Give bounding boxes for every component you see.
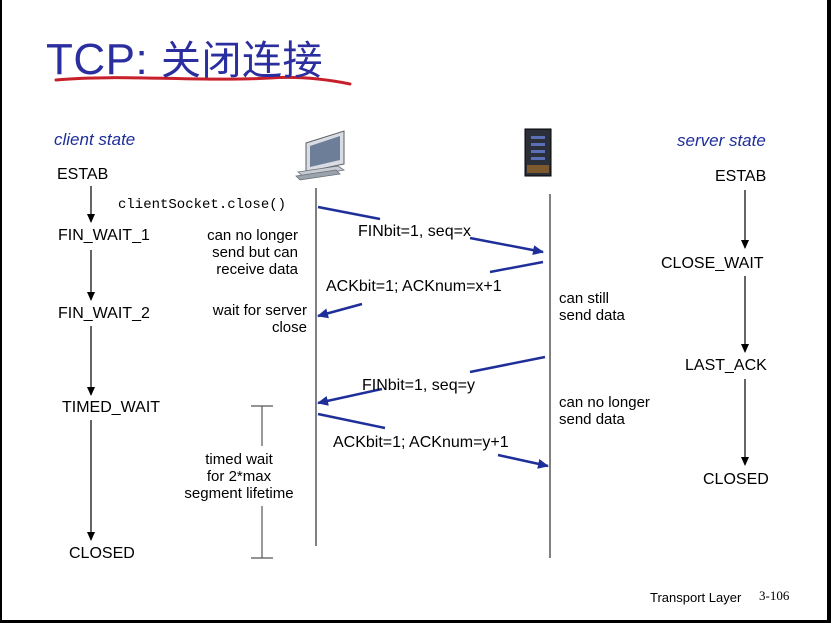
server-state-estab: ESTAB — [715, 168, 767, 185]
note-line: can no longer — [559, 394, 650, 411]
note-server-can-still-send: can still send data — [559, 290, 625, 324]
note-line: send data — [559, 411, 625, 428]
msg-arrow-ack-y — [317, 412, 549, 469]
note-line: segment lifetime — [184, 485, 294, 502]
server-state-heading: server state — [677, 131, 766, 150]
msg-arrow-fin-y — [317, 355, 546, 406]
msg-arrow-ack-x — [317, 260, 544, 319]
timed-wait-bracket — [251, 405, 273, 559]
note-line: send but can — [212, 244, 298, 261]
note-timed-wait: timed wait for 2*max segment lifetime — [180, 451, 298, 502]
note-line: receive data — [216, 261, 298, 278]
slide-border-right — [827, 0, 831, 623]
footer-label: Transport Layer — [650, 590, 742, 605]
client-state-fin-wait-1: FIN_WAIT_1 — [58, 227, 150, 244]
client-state-closed: CLOSED — [69, 545, 135, 562]
server-state-closed: CLOSED — [703, 471, 769, 488]
title-underline — [54, 75, 352, 86]
note-line: can no longer — [207, 227, 298, 244]
slide-title: TCP: 关闭连接 — [46, 28, 323, 86]
client-state-timed-wait: TIMED_WAIT — [62, 399, 161, 416]
note-line: wait for server — [212, 302, 307, 319]
note-line: close — [271, 319, 307, 336]
client-socket-close-code: clientSocket.close() — [118, 197, 287, 213]
note-line: for 2*max — [206, 468, 272, 485]
note-wait-for-server: wait for server close — [195, 302, 307, 336]
slide-title-prefix: TCP: — [46, 35, 149, 84]
msg-label-fin-y: FINbit=1, seq=y — [362, 377, 475, 394]
note-server-no-longer-send: can no longer send data — [559, 394, 650, 428]
msg-label-ack-x: ACKbit=1; ACKnum=x+1 — [326, 278, 502, 295]
msg-label-ack-y: ACKbit=1; ACKnum=y+1 — [333, 434, 509, 451]
msg-label-fin-x: FINbit=1, seq=x — [358, 223, 471, 240]
note-line: send data — [559, 307, 625, 324]
client-state-heading: client state — [54, 130, 136, 149]
footer-page-number: 3-106 — [759, 588, 790, 603]
slide-title-chinese: 关闭连接 — [160, 38, 323, 84]
server-state-close-wait: CLOSE_WAIT — [661, 255, 764, 272]
note-line: can still — [559, 290, 610, 307]
server-state-last-ack: LAST_ACK — [685, 357, 767, 374]
client-state-fin-wait-2: FIN_WAIT_2 — [58, 305, 150, 322]
slide-border-left — [0, 0, 2, 623]
server-tower-icon — [524, 128, 552, 177]
note-line: timed wait — [205, 451, 273, 468]
slide-border-bottom — [0, 620, 831, 623]
client-state-estab: ESTAB — [57, 166, 109, 183]
note-client-no-longer-send: can no longer send but can receive data — [195, 227, 298, 278]
msg-arrow-fin-x — [317, 205, 544, 256]
desktop-computer-icon — [295, 130, 346, 181]
